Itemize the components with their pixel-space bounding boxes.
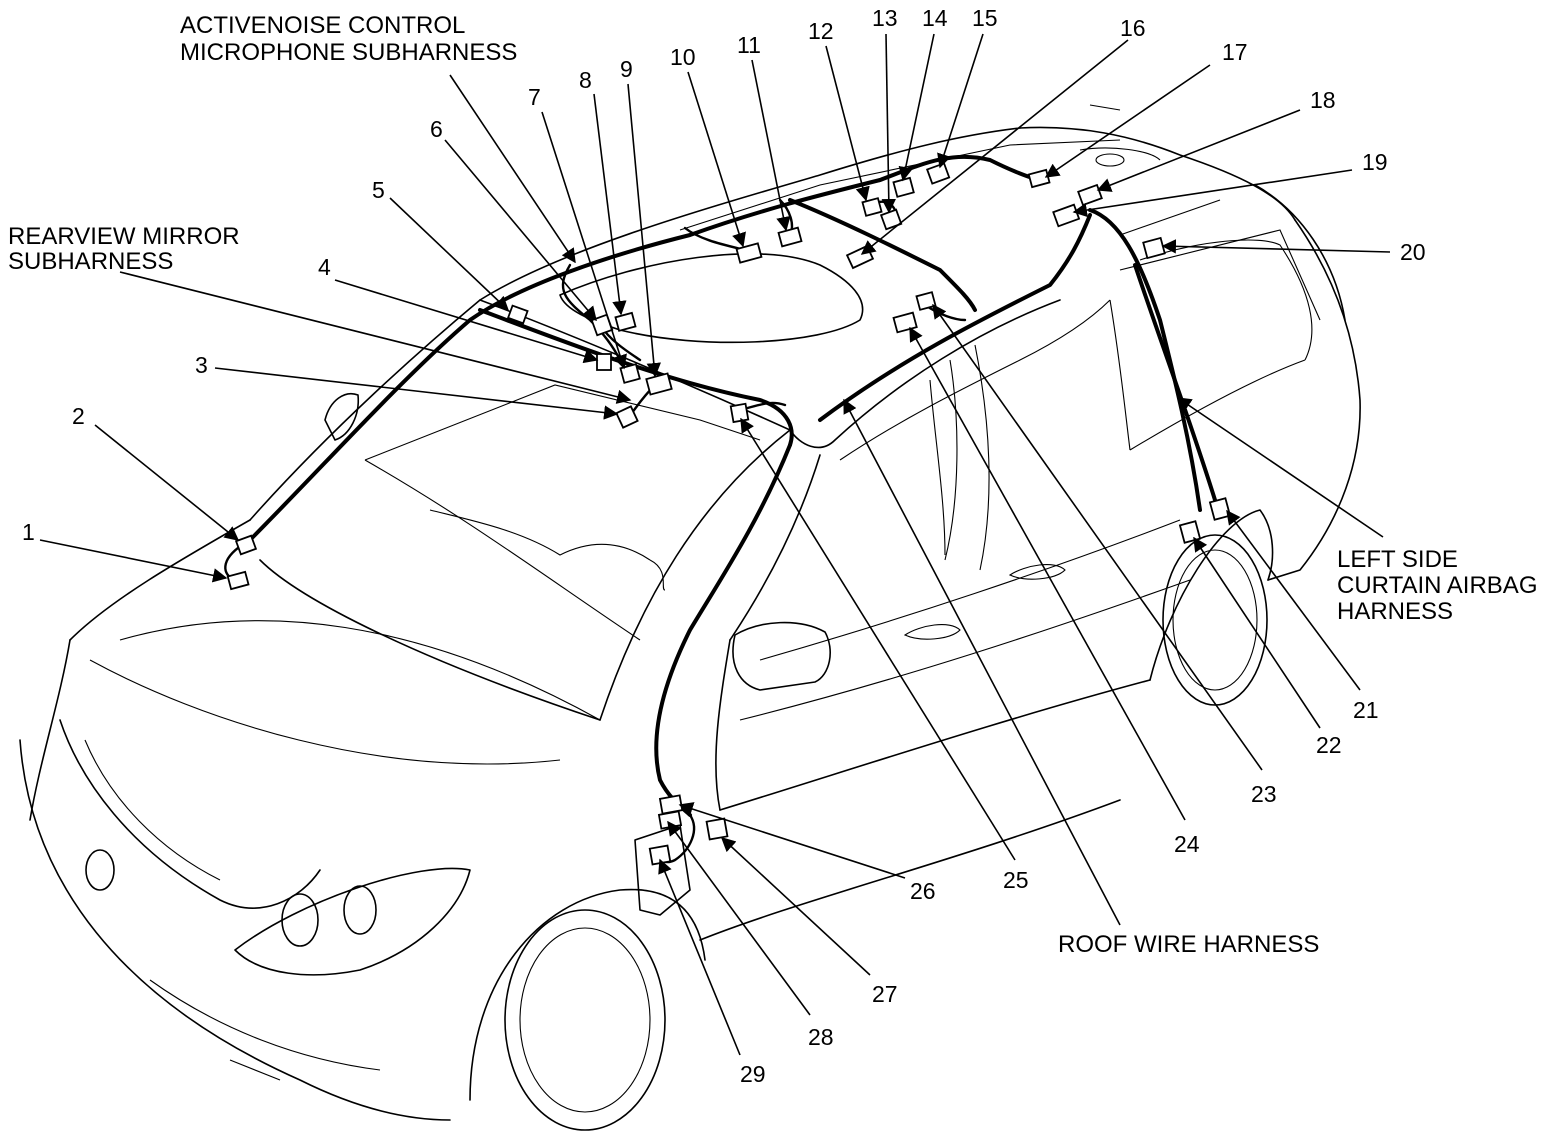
connector-9 xyxy=(645,372,673,396)
connector-19 xyxy=(1052,203,1081,228)
callout-22: 22 xyxy=(1316,732,1342,758)
callout-24: 24 xyxy=(1174,831,1200,857)
callout-23: 23 xyxy=(1251,781,1277,807)
connector-13 xyxy=(879,208,903,231)
callout-12: 12 xyxy=(808,18,834,44)
roof-wire-harness-route xyxy=(243,154,1092,817)
anc-subharness-label-line2: MICROPHONE SUBHARNESS xyxy=(180,39,517,66)
callout-15: 15 xyxy=(972,5,998,31)
mirror-subharness-label-line1: REARVIEW MIRROR xyxy=(8,223,240,250)
callout-26: 26 xyxy=(910,878,936,904)
callout-6: 6 xyxy=(430,116,443,142)
callout-numbers: 1 2 3 4 5 6 7 8 9 10 11 12 13 14 15 16 1… xyxy=(22,5,1426,1087)
connector-21 xyxy=(1208,497,1232,521)
callout-13: 13 xyxy=(872,5,898,31)
callout-2: 2 xyxy=(72,403,85,429)
callout-4: 4 xyxy=(318,254,331,280)
curtain-airbag-harness-route xyxy=(1088,208,1217,512)
callout-5: 5 xyxy=(372,177,385,203)
curtain-airbag-label-line3: HARNESS xyxy=(1337,598,1453,625)
connector-20 xyxy=(1142,236,1166,260)
connector-4 xyxy=(596,353,612,371)
leader-lines xyxy=(39,33,1391,1056)
callout-10: 10 xyxy=(670,44,696,70)
callout-11: 11 xyxy=(737,32,761,58)
callout-19: 19 xyxy=(1362,149,1388,175)
curtain-airbag-label-line2: CURTAIN AIRBAG xyxy=(1337,572,1537,599)
connector-2 xyxy=(234,534,258,556)
subharness-routes xyxy=(224,198,967,864)
callout-3: 3 xyxy=(195,352,208,378)
connector-11 xyxy=(777,226,803,248)
vehicle-outline xyxy=(19,104,1361,1131)
callout-7: 7 xyxy=(528,84,541,110)
anc-subharness-label-line1: ACTIVENOISE CONTROL xyxy=(180,12,465,39)
callout-20: 20 xyxy=(1400,239,1426,265)
connector-5 xyxy=(506,304,529,325)
callout-21: 21 xyxy=(1353,697,1379,723)
connector-22 xyxy=(1178,520,1202,544)
connectors xyxy=(226,162,1232,866)
callout-14: 14 xyxy=(922,5,948,31)
connector-27 xyxy=(705,817,729,841)
connector-18 xyxy=(1077,183,1103,207)
roof-wire-harness-label: ROOF WIRE HARNESS xyxy=(1058,931,1319,958)
connector-14 xyxy=(892,176,915,198)
callout-27: 27 xyxy=(872,981,898,1007)
connector-8 xyxy=(614,311,637,332)
callout-17: 17 xyxy=(1222,39,1248,65)
connector-10 xyxy=(735,242,763,264)
callout-16: 16 xyxy=(1120,15,1146,41)
connector-23 xyxy=(915,291,937,311)
connector-1 xyxy=(226,570,250,591)
connector-3 xyxy=(615,405,639,429)
connector-24 xyxy=(892,311,918,334)
callout-8: 8 xyxy=(579,67,592,93)
mirror-subharness-label-line2: SUBHARNESS xyxy=(8,248,173,275)
callout-1: 1 xyxy=(22,519,35,545)
connector-12 xyxy=(861,197,883,217)
callout-9: 9 xyxy=(620,56,633,82)
callout-18: 18 xyxy=(1310,87,1336,113)
connector-25 xyxy=(729,402,750,424)
connector-15 xyxy=(925,162,951,185)
callout-25: 25 xyxy=(1003,867,1029,893)
connector-17 xyxy=(1027,168,1051,189)
callout-28: 28 xyxy=(808,1024,834,1050)
callout-29: 29 xyxy=(740,1061,766,1087)
curtain-airbag-label-line1: LEFT SIDE xyxy=(1337,546,1458,573)
